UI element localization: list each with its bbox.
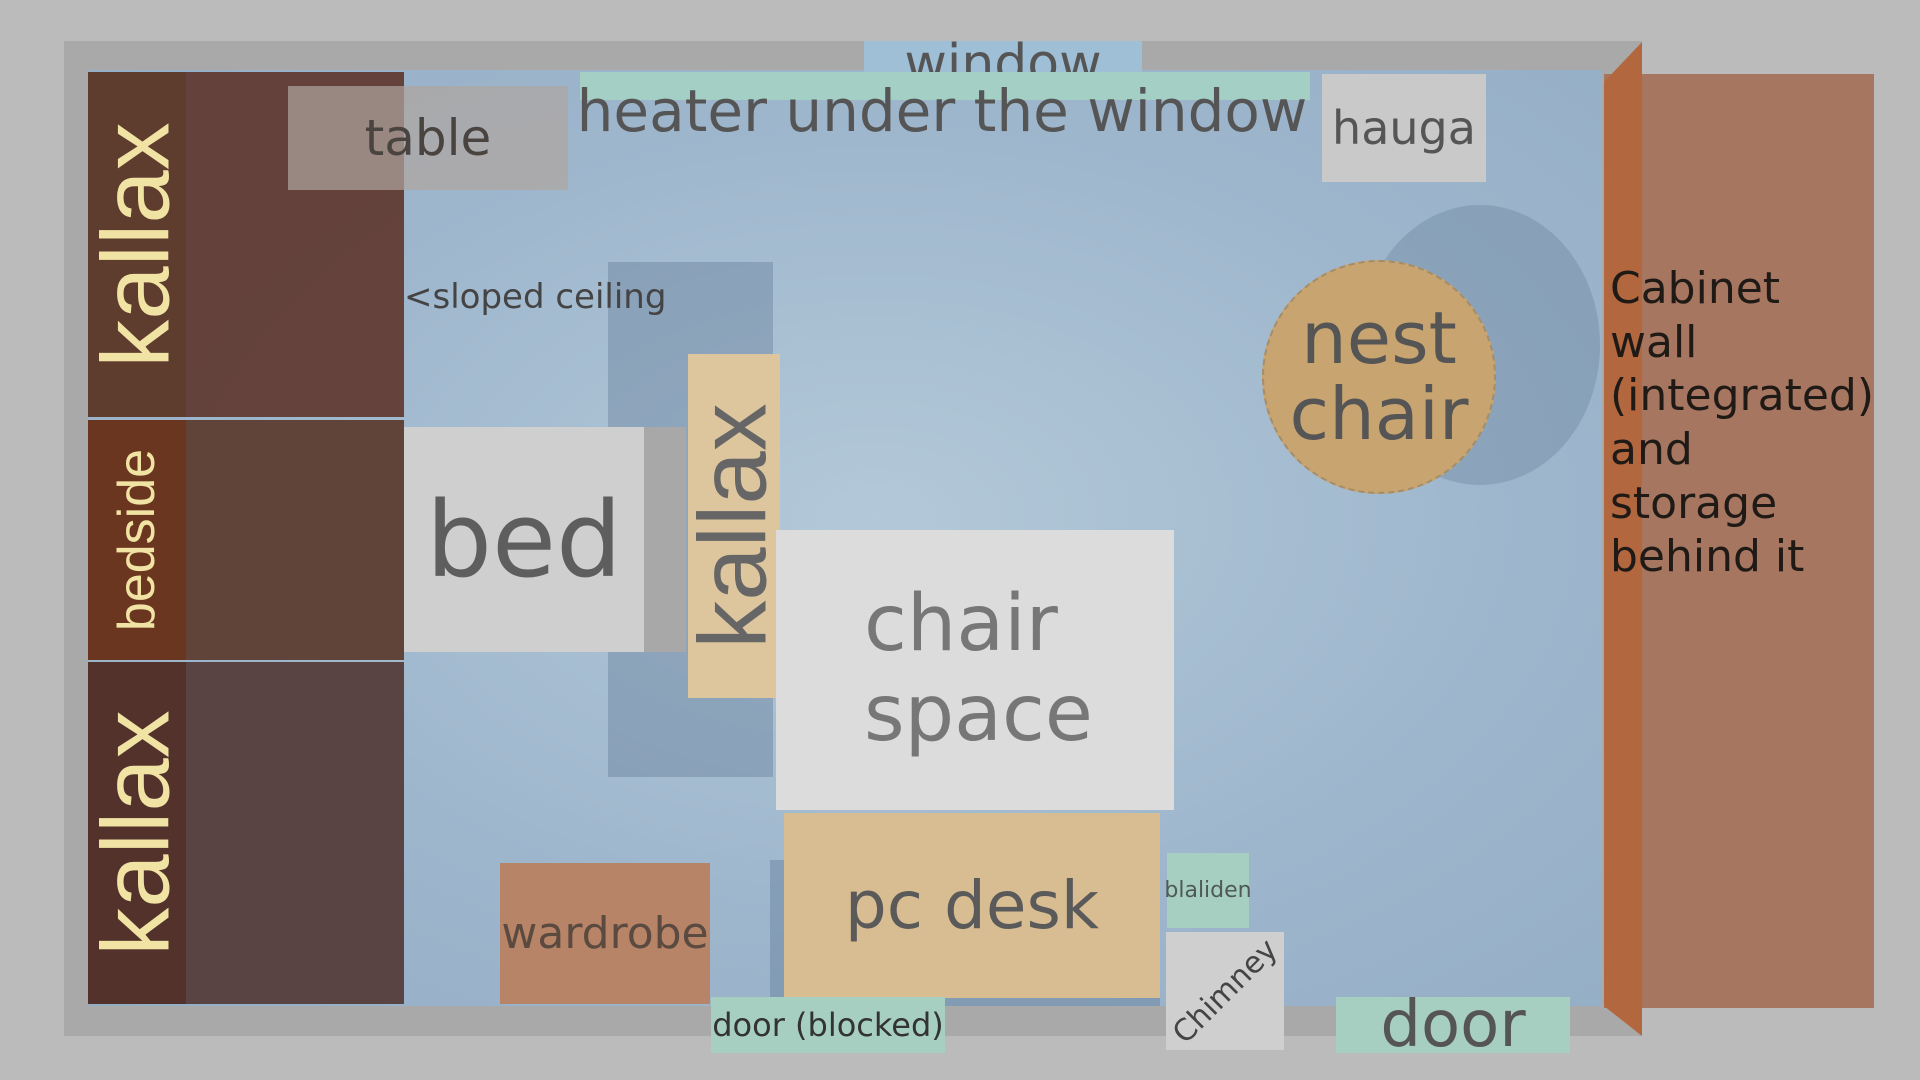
cabinet-label-line: wall [1610,316,1698,368]
bedside-label: bedside [108,448,166,632]
cabinet-label-line: behind it [1610,531,1805,583]
nest-chair: nest chair [1262,260,1496,494]
kallax-top: kallax [83,72,190,417]
cabinet-label-line: and [1610,424,1693,476]
blaliden: blaliden [1164,853,1252,928]
nest-chair-label-line1: nest [1301,296,1457,381]
bed-label: bed [425,478,622,601]
cabinet-wall-edge [1604,42,1642,1036]
kallax-top-label: kallax [83,121,190,368]
chimney-label: Chimney [1165,931,1285,1051]
kallax-middle: kallax [680,354,787,698]
hauga-label: hauga [1332,101,1476,155]
chair-space: chair space [776,530,1174,810]
sloped-ceiling-label: <sloped ceiling [404,277,667,317]
door-label: door [1380,997,1526,1053]
bedside: bedside [88,420,186,660]
bed-edge [644,427,686,652]
cabinet-wall [1604,74,1874,1008]
wardrobe-label: wardrobe [501,908,709,959]
cabinet-label-line: (integrated) [1610,370,1874,422]
kallax-middle-label: kallax [680,403,787,649]
chair-space-label-line1: chair [864,579,1058,670]
cabinet-label-line: storage [1610,477,1778,529]
table-label: table [364,109,492,167]
door-blocked: door (blocked) [711,997,945,1053]
bed: bed [404,427,644,652]
door: door [1336,997,1570,1053]
wardrobe: wardrobe [500,863,710,1004]
pc-desk: pc desk [784,813,1160,998]
blaliden-label: blaliden [1164,878,1252,903]
bedside-shadow [186,420,404,660]
chimney: Chimney [1165,931,1285,1051]
cabinet-label-line: Cabinet [1610,263,1781,314]
kallax-bottom-shadow [186,662,404,1004]
pc-desk-label: pc desk [844,867,1100,944]
kallax-bottom-label: kallax [83,710,190,956]
table: table [288,86,568,190]
hauga: hauga [1322,74,1486,182]
nest-chair-label-line2: chair [1289,372,1469,456]
chair-space-label-line2: space [864,669,1093,759]
door-blocked-label: door (blocked) [712,1006,944,1044]
heater [580,72,1310,100]
cabinet-wall-label: Cabinet wall (integrated) and storage be… [1610,262,1880,592]
kallax-bottom: kallax [83,662,190,1004]
heater-label: heater under the window [576,77,1308,145]
